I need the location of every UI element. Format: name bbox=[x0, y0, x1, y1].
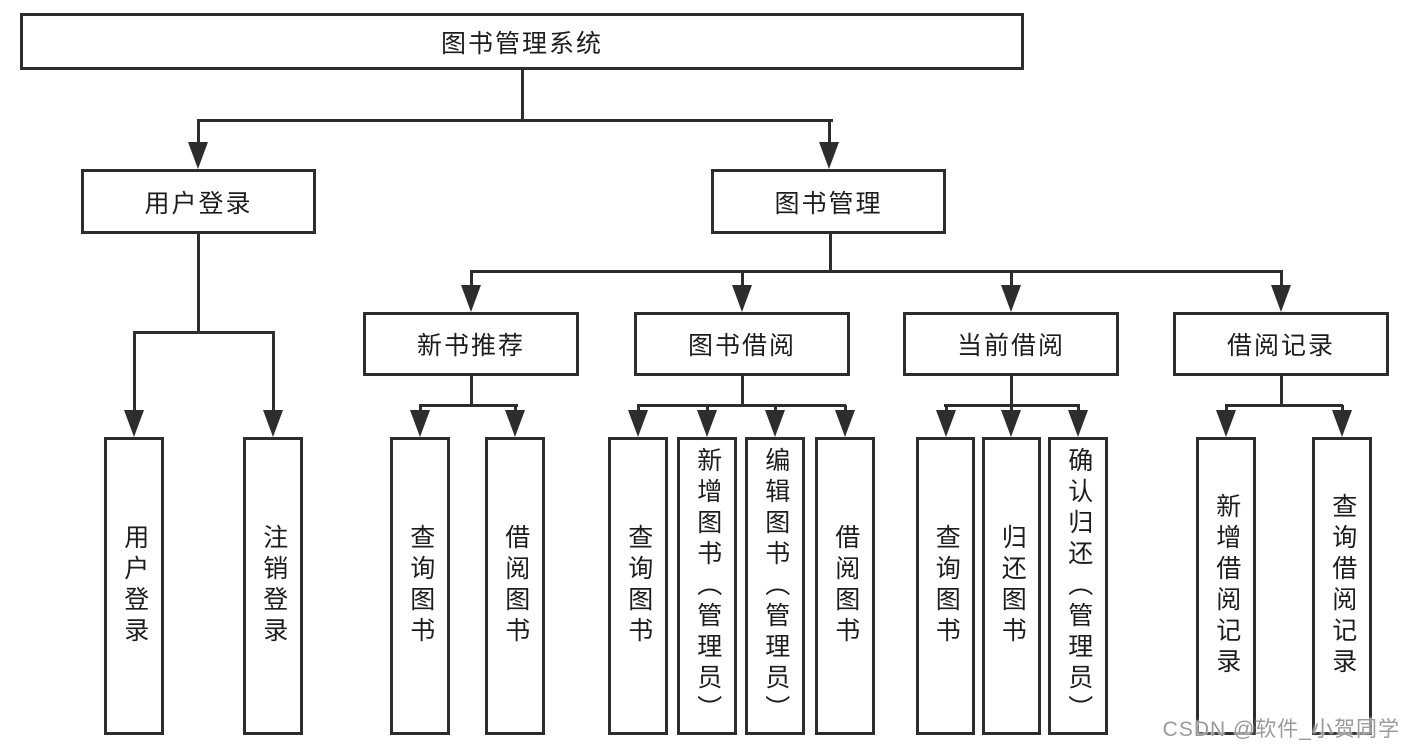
node-label: 注销登录 bbox=[259, 524, 288, 648]
node-borrowing-records: 借阅记录 bbox=[1173, 312, 1389, 376]
node-label: 用户登录 bbox=[144, 189, 253, 218]
connector-level1-branch bbox=[197, 119, 833, 122]
node-label: 查询图书 bbox=[932, 524, 961, 648]
arrow-down bbox=[819, 142, 839, 169]
connector-root-trunk bbox=[521, 69, 524, 121]
arrow-down bbox=[628, 410, 648, 437]
node-book-borrowing: 图书借阅 bbox=[634, 312, 850, 376]
connector-drop bbox=[272, 332, 275, 412]
node-current-borrowing: 当前借阅 bbox=[903, 312, 1119, 376]
node-library-system: 图书管理系统 bbox=[20, 13, 1024, 70]
node-leaf-logout: 注销登录 bbox=[243, 437, 303, 735]
arrow-down bbox=[1332, 410, 1352, 437]
arrow-down bbox=[410, 410, 430, 437]
connector-trunk bbox=[741, 376, 744, 407]
node-book-management: 图书管理 bbox=[711, 169, 946, 234]
arrow-down bbox=[697, 410, 717, 437]
node-leaf-current-query-books: 查询图书 bbox=[916, 437, 975, 735]
node-leaf-borrowing-borrow-books: 借阅图书 bbox=[815, 437, 875, 735]
connector-branch bbox=[637, 404, 846, 407]
node-label: 确认归还（管理员） bbox=[1064, 446, 1093, 726]
node-leaf-borrowing-query-books: 查询图书 bbox=[608, 437, 668, 735]
connector-drop bbox=[945, 405, 948, 413]
node-label: 借阅记录 bbox=[1226, 332, 1335, 360]
node-label: 编辑图书（管理员） bbox=[761, 446, 790, 726]
csdn-watermark: CSDN @软件_小贺同学 bbox=[1162, 718, 1400, 741]
connector-branch bbox=[1225, 404, 1343, 407]
connector-drop bbox=[741, 272, 744, 288]
connector-drop bbox=[637, 405, 640, 413]
arrow-down bbox=[732, 285, 752, 312]
arrow-down bbox=[835, 410, 855, 437]
connector-drop bbox=[844, 405, 847, 413]
node-label: 查询借阅记录 bbox=[1328, 493, 1357, 679]
connector-user-login-trunk bbox=[197, 233, 200, 333]
node-leaf-add-borrow-record: 新增借阅记录 bbox=[1196, 437, 1256, 735]
connector-drop bbox=[197, 120, 200, 144]
arrow-down bbox=[263, 410, 283, 437]
node-label: 借阅图书 bbox=[831, 524, 860, 648]
node-label: 图书借阅 bbox=[687, 332, 796, 360]
node-leaf-query-borrow-record: 查询借阅记录 bbox=[1312, 437, 1372, 735]
arrow-down bbox=[1068, 410, 1088, 437]
arrow-down bbox=[505, 410, 525, 437]
arrow-down bbox=[765, 410, 785, 437]
connector-drop bbox=[1077, 405, 1080, 413]
node-label: 查询图书 bbox=[624, 524, 653, 648]
connector-drop bbox=[774, 405, 777, 413]
connector-trunk bbox=[1010, 376, 1013, 407]
connector-drop bbox=[419, 405, 422, 413]
arrow-down bbox=[188, 142, 208, 169]
connector-book-mgmt-trunk bbox=[829, 233, 832, 273]
node-label: 新书推荐 bbox=[416, 332, 525, 360]
node-label: 图书管理 bbox=[774, 189, 883, 218]
connector-branch bbox=[419, 404, 518, 407]
node-user-login: 用户登录 bbox=[81, 169, 316, 234]
arrow-down bbox=[124, 410, 144, 437]
node-label: 图书管理系统 bbox=[440, 29, 603, 58]
node-label: 归还图书 bbox=[998, 524, 1027, 648]
arrow-down bbox=[1001, 285, 1021, 312]
node-label: 用户登录 bbox=[120, 524, 149, 648]
connector-drop bbox=[1010, 405, 1013, 413]
connector-trunk bbox=[470, 376, 473, 407]
arrow-down bbox=[1271, 285, 1291, 312]
connector-drop bbox=[1010, 272, 1013, 288]
connector-drop bbox=[1341, 405, 1344, 413]
connector-drop bbox=[1280, 272, 1283, 288]
arrow-down bbox=[936, 410, 956, 437]
node-leaf-return-books: 归还图书 bbox=[982, 437, 1041, 735]
connector-drop bbox=[470, 272, 473, 288]
arrow-down bbox=[461, 285, 481, 312]
node-label: 新增图书（管理员） bbox=[693, 446, 722, 726]
node-label: 新增借阅记录 bbox=[1212, 493, 1241, 679]
connector-drop bbox=[828, 120, 831, 144]
connector-user-login-branch bbox=[133, 331, 275, 334]
arrow-down bbox=[1216, 410, 1236, 437]
arrow-down bbox=[1001, 410, 1021, 437]
connector-level3-branch bbox=[470, 270, 1283, 273]
connector-drop bbox=[133, 332, 136, 412]
connector-drop bbox=[514, 405, 517, 413]
node-leaf-edit-books-admin: 编辑图书（管理员） bbox=[745, 437, 805, 735]
node-new-book-recommend: 新书推荐 bbox=[363, 312, 579, 376]
node-leaf-user-login: 用户登录 bbox=[104, 437, 164, 735]
node-leaf-recommend-query-books: 查询图书 bbox=[390, 437, 450, 735]
node-leaf-recommend-borrow-books: 借阅图书 bbox=[485, 437, 545, 735]
connector-drop bbox=[1225, 405, 1228, 413]
node-leaf-add-books-admin: 新增图书（管理员） bbox=[677, 437, 737, 735]
node-leaf-confirm-return-admin: 确认归还（管理员） bbox=[1048, 437, 1108, 735]
node-label: 查询图书 bbox=[406, 524, 435, 648]
connector-trunk bbox=[1280, 376, 1283, 407]
node-label: 当前借阅 bbox=[956, 332, 1065, 360]
connector-drop bbox=[706, 405, 709, 413]
node-label: 借阅图书 bbox=[501, 524, 530, 648]
